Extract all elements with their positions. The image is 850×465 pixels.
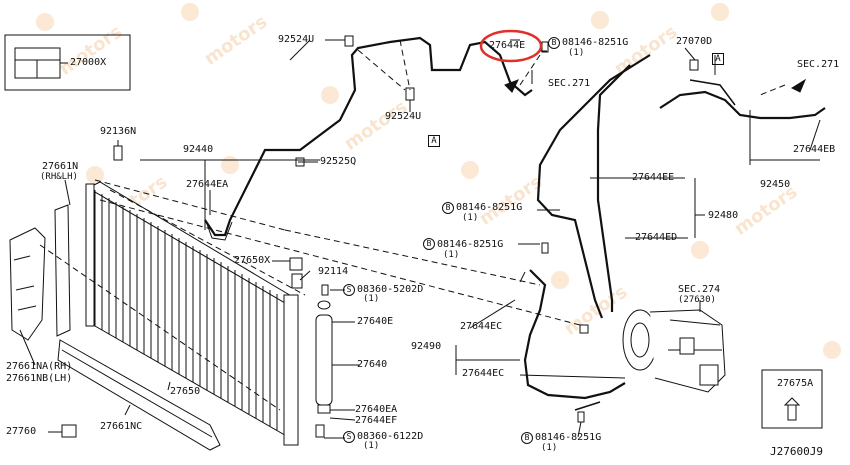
label-27644EC-a: 27644EC — [460, 321, 503, 332]
receiver-drier-27640 — [315, 314, 333, 406]
pipe-92440 — [204, 36, 533, 237]
pipe-92480 — [536, 54, 651, 319]
cap-27760 — [61, 424, 77, 438]
label-27661NA: 27661NA(RH) — [6, 361, 73, 372]
detail-box-27675A — [761, 369, 823, 429]
label-screw2-qty: (1) — [363, 441, 380, 451]
bracket-27650X — [289, 257, 303, 271]
label-27644ED: 27644ED — [635, 232, 678, 243]
label-27640: 27640 — [357, 359, 388, 370]
label-bolt-mid1: 08146-8251G — [456, 202, 523, 213]
compressor-27630 — [622, 309, 726, 393]
label-27650: 27650 — [170, 386, 201, 397]
label-sec271-mid: SEC.271 — [548, 78, 591, 89]
label-27644E: 27644E — [489, 40, 526, 51]
highlight-ring — [479, 29, 543, 63]
label-sec274: SEC.274 — [678, 284, 721, 295]
label-screw1-qty: (1) — [363, 294, 380, 304]
label-92524U-mid: 92524U — [385, 111, 422, 122]
ref-box-A: A — [428, 135, 440, 147]
screw-marker-S: S — [343, 431, 355, 443]
label-27661NB: 27661NB(LH) — [6, 373, 73, 384]
label-92525Q: 92525Q — [320, 156, 357, 167]
label-27640EA: 27640EA — [355, 404, 398, 415]
label-27661N-sub: (RH&LH) — [40, 172, 78, 182]
label-bolt-mid2-qty: (1) — [443, 250, 460, 260]
label-sec271-right: SEC.271 — [797, 59, 840, 70]
bolt-marker-B: B — [423, 238, 435, 250]
pipe-92490 — [523, 269, 626, 400]
label-27644EC-b: 27644EC — [462, 368, 505, 379]
label-bolt-bottom: 08146-8251G — [535, 432, 602, 443]
label-92450: 92450 — [760, 179, 791, 190]
label-92136N: 92136N — [100, 126, 137, 137]
label-92440: 92440 — [183, 144, 214, 155]
label-27644EE: 27644EE — [632, 172, 675, 183]
bracket-27661NA — [9, 227, 46, 341]
label-27650X: 27650X — [234, 255, 271, 266]
legend-box — [4, 34, 131, 91]
clip-92114 — [291, 273, 303, 289]
screw-marker-S: S — [343, 284, 355, 296]
label-92490: 92490 — [411, 341, 442, 352]
ref-box-A-right: A — [712, 53, 724, 65]
label-bolt-bottom-qty: (1) — [541, 443, 558, 453]
bolt-marker-B: B — [548, 37, 560, 49]
label-27675A: 27675A — [777, 378, 814, 389]
label-bolt-mid1-qty: (1) — [462, 213, 479, 223]
valve-92136N — [113, 145, 123, 161]
diagram-id: J27600J9 — [770, 445, 823, 458]
label-screw2: 08360-6122D — [357, 431, 424, 442]
label-27661NC: 27661NC — [100, 421, 143, 432]
label-27000X: 27000X — [70, 57, 107, 68]
bolt-marker-B: B — [521, 432, 533, 444]
label-sec274-sub: (27630) — [678, 295, 716, 305]
seal-27661N — [54, 204, 71, 337]
label-27644EF: 27644EF — [355, 415, 398, 426]
label-27644EA: 27644EA — [186, 179, 229, 190]
bolt-marker-B: B — [442, 202, 454, 214]
label-27640E: 27640E — [357, 316, 394, 327]
label-bolt-top-qty: (1) — [568, 48, 585, 58]
label-92114: 92114 — [318, 266, 349, 277]
label-27644EB: 27644EB — [793, 144, 836, 155]
label-27070D: 27070D — [676, 36, 713, 47]
label-27760: 27760 — [6, 426, 37, 437]
label-92480: 92480 — [708, 210, 739, 221]
condenser-27650 — [85, 181, 299, 446]
label-92524U-top: 92524U — [278, 34, 315, 45]
valve-92524U-top — [344, 35, 354, 47]
pipe-92450 — [659, 90, 826, 120]
label-bolt-top: 08146-8251G — [562, 37, 629, 48]
label-bolt-mid2: 08146-8251G — [437, 239, 504, 250]
label-27661N: 27661N — [42, 161, 79, 172]
label-screw1: 08360-5202D — [357, 284, 424, 295]
